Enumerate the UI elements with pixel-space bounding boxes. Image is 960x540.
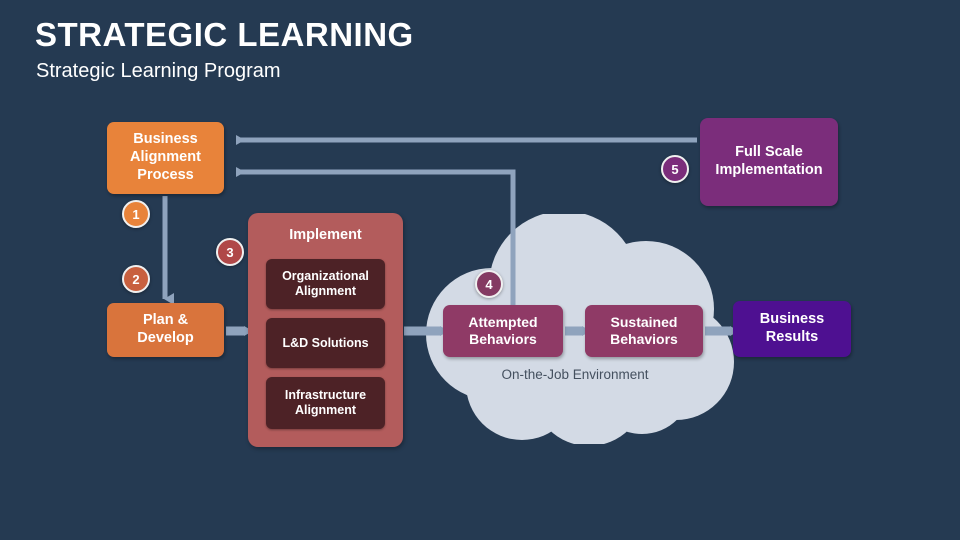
- step-badge-4: 4: [475, 270, 503, 298]
- implement-item-infrastructure-alignment[interactable]: Infrastructure Alignment: [266, 377, 385, 429]
- step-badge-1: 1: [122, 200, 150, 228]
- node-sustained-behaviors[interactable]: Sustained Behaviors: [585, 305, 703, 357]
- item-label: Infrastructure Alignment: [284, 388, 367, 417]
- implement-item-organizational-alignment[interactable]: Organizational Alignment: [266, 259, 385, 309]
- step-badge-5: 5: [661, 155, 689, 183]
- node-full-scale-implementation[interactable]: Full Scale Implementation: [700, 118, 838, 206]
- node-label: Full Scale Implementation: [715, 144, 823, 178]
- node-plan-develop[interactable]: Plan & Develop: [107, 303, 224, 357]
- item-label: L&D Solutions: [282, 335, 369, 350]
- item-label: Organizational Alignment: [282, 269, 369, 298]
- node-label: Sustained Behaviors: [610, 313, 678, 347]
- panel-implement-title: Implement: [289, 227, 362, 243]
- node-business-results[interactable]: Business Results: [733, 301, 851, 357]
- node-label: Attempted Behaviors: [468, 313, 538, 347]
- arrow-behaviors-to-alignment: [236, 167, 516, 310]
- step-badge-3: 3: [216, 238, 244, 266]
- page-title: STRATEGIC LEARNING: [35, 16, 414, 53]
- node-label: Plan & Develop: [137, 312, 194, 346]
- node-label: Business Alignment Process: [130, 131, 201, 183]
- step-badge-2: 2: [122, 265, 150, 293]
- node-attempted-behaviors[interactable]: Attempted Behaviors: [443, 305, 563, 357]
- implement-item-ld-solutions[interactable]: L&D Solutions: [266, 318, 385, 368]
- node-label: Business Results: [759, 311, 825, 345]
- node-business-alignment-process[interactable]: Business Alignment Process: [107, 122, 224, 194]
- page-subtitle: Strategic Learning Program: [36, 60, 281, 82]
- panel-implement[interactable]: Implement Organizational Alignment L&D S…: [248, 213, 403, 447]
- cloud-label: On-the-Job Environment: [501, 367, 649, 382]
